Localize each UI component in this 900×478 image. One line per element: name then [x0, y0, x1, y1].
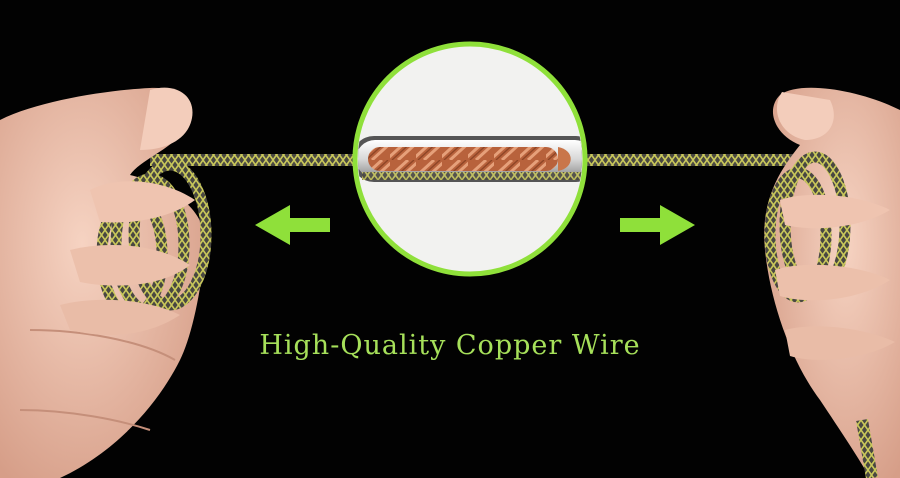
left-hand: [0, 87, 212, 478]
product-caption: High-Quality Copper Wire: [259, 330, 641, 361]
arrow-left-icon: [255, 205, 330, 245]
arrow-right-icon: [620, 205, 695, 245]
right-hand: [764, 87, 900, 478]
cable-cross-section-lens: [352, 41, 588, 277]
